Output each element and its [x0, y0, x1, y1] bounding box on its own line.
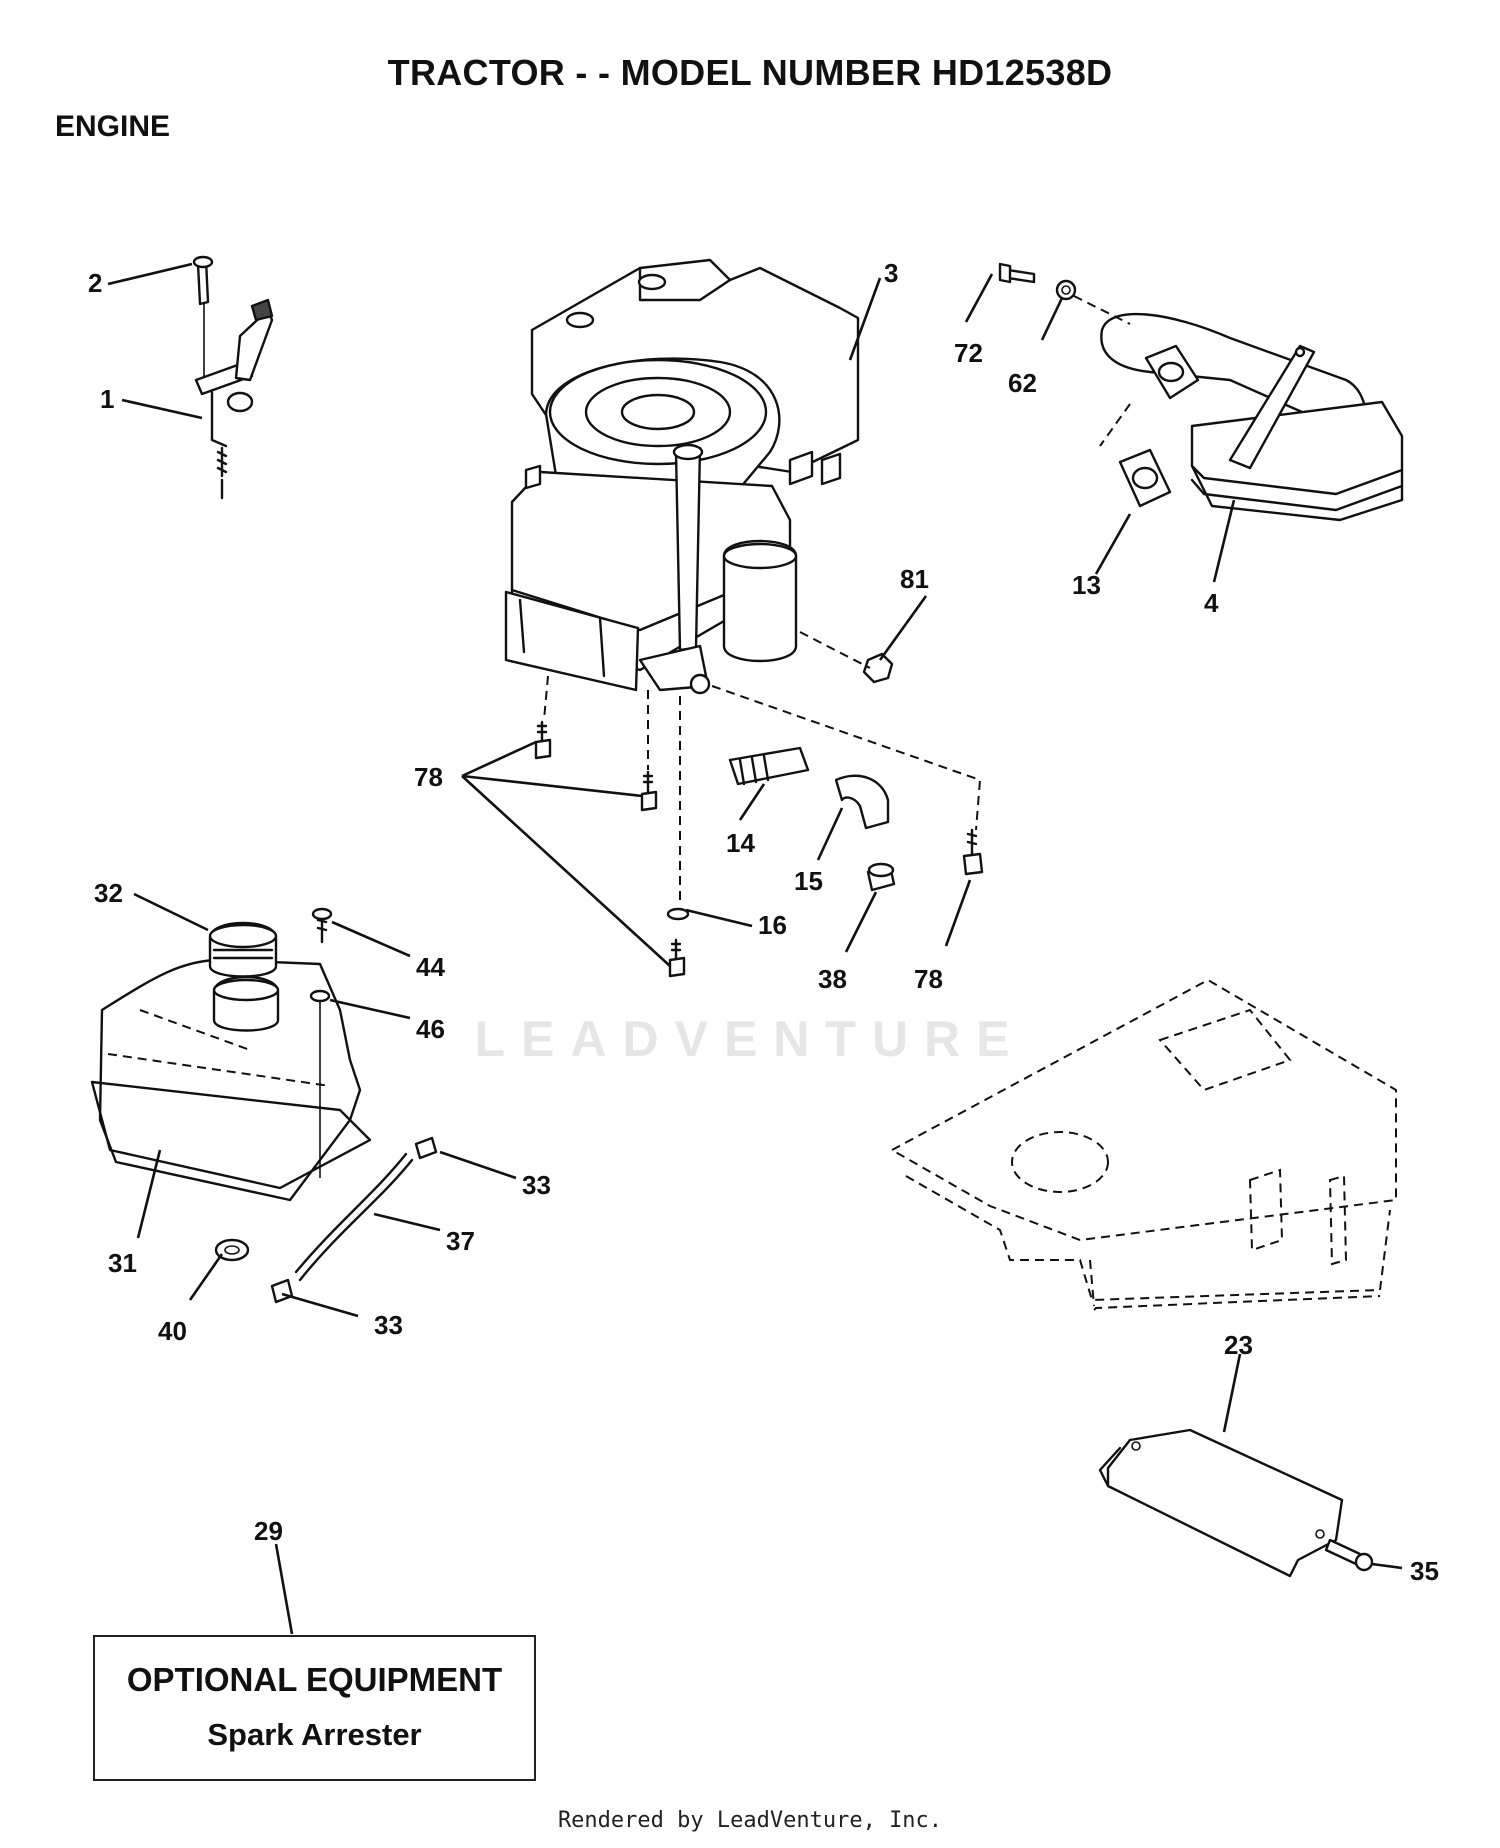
- footer-credit: Rendered by LeadVenture, Inc.: [557, 1808, 943, 1833]
- callout-1: 1: [100, 384, 114, 414]
- engine-hardware[interactable]: [534, 652, 984, 978]
- callout-81: 81: [900, 564, 929, 594]
- section-label: ENGINE: [55, 110, 171, 143]
- callout-44: 44: [416, 952, 445, 982]
- callout-62: 62: [1008, 368, 1037, 398]
- callout-78b: 78: [914, 964, 943, 994]
- optional-equipment-item: Spark Arrester: [207, 1717, 422, 1752]
- callout-38: 38: [818, 964, 847, 994]
- optional-equipment-heading: OPTIONAL EQUIPMENT: [126, 1661, 503, 1698]
- callout-32: 32: [94, 878, 123, 908]
- callout-13: 13: [1072, 570, 1101, 600]
- callout-3: 3: [884, 258, 898, 288]
- callout-2: 2: [88, 268, 102, 298]
- callout-16: 16: [758, 910, 787, 940]
- callout-37: 37: [446, 1226, 475, 1256]
- callout-23: 23: [1224, 1330, 1253, 1360]
- callout-4: 4: [1204, 588, 1219, 618]
- muffler-part[interactable]: [998, 262, 1404, 522]
- heat-shield-part[interactable]: [1098, 1428, 1374, 1578]
- callout-15: 15: [794, 866, 823, 896]
- optional-equipment-box: OPTIONAL EQUIPMENT Spark Arrester: [93, 1635, 536, 1781]
- callout-33b: 33: [374, 1310, 403, 1340]
- callout-46: 46: [416, 1014, 445, 1044]
- callout-14: 14: [726, 828, 755, 858]
- engine-part[interactable]: [504, 258, 860, 695]
- watermark: LEADVENTURE: [474, 1011, 1026, 1067]
- callout-72: 72: [954, 338, 983, 368]
- callout-78a: 78: [414, 762, 443, 792]
- tractor-frame: [889, 978, 1397, 1311]
- callout-31: 31: [108, 1248, 137, 1278]
- callout-29: 29: [254, 1516, 283, 1546]
- callout-40: 40: [158, 1316, 187, 1346]
- callout-35: 35: [1410, 1556, 1439, 1586]
- callout-33a: 33: [522, 1170, 551, 1200]
- throttle-control-part[interactable]: [192, 255, 274, 500]
- assembly-lines: [543, 295, 1131, 904]
- leader-lines: [107, 262, 1403, 1635]
- diagram-title: TRACTOR - - MODEL NUMBER HD12538D: [387, 52, 1113, 93]
- fuel-tank-part[interactable]: [90, 907, 438, 1304]
